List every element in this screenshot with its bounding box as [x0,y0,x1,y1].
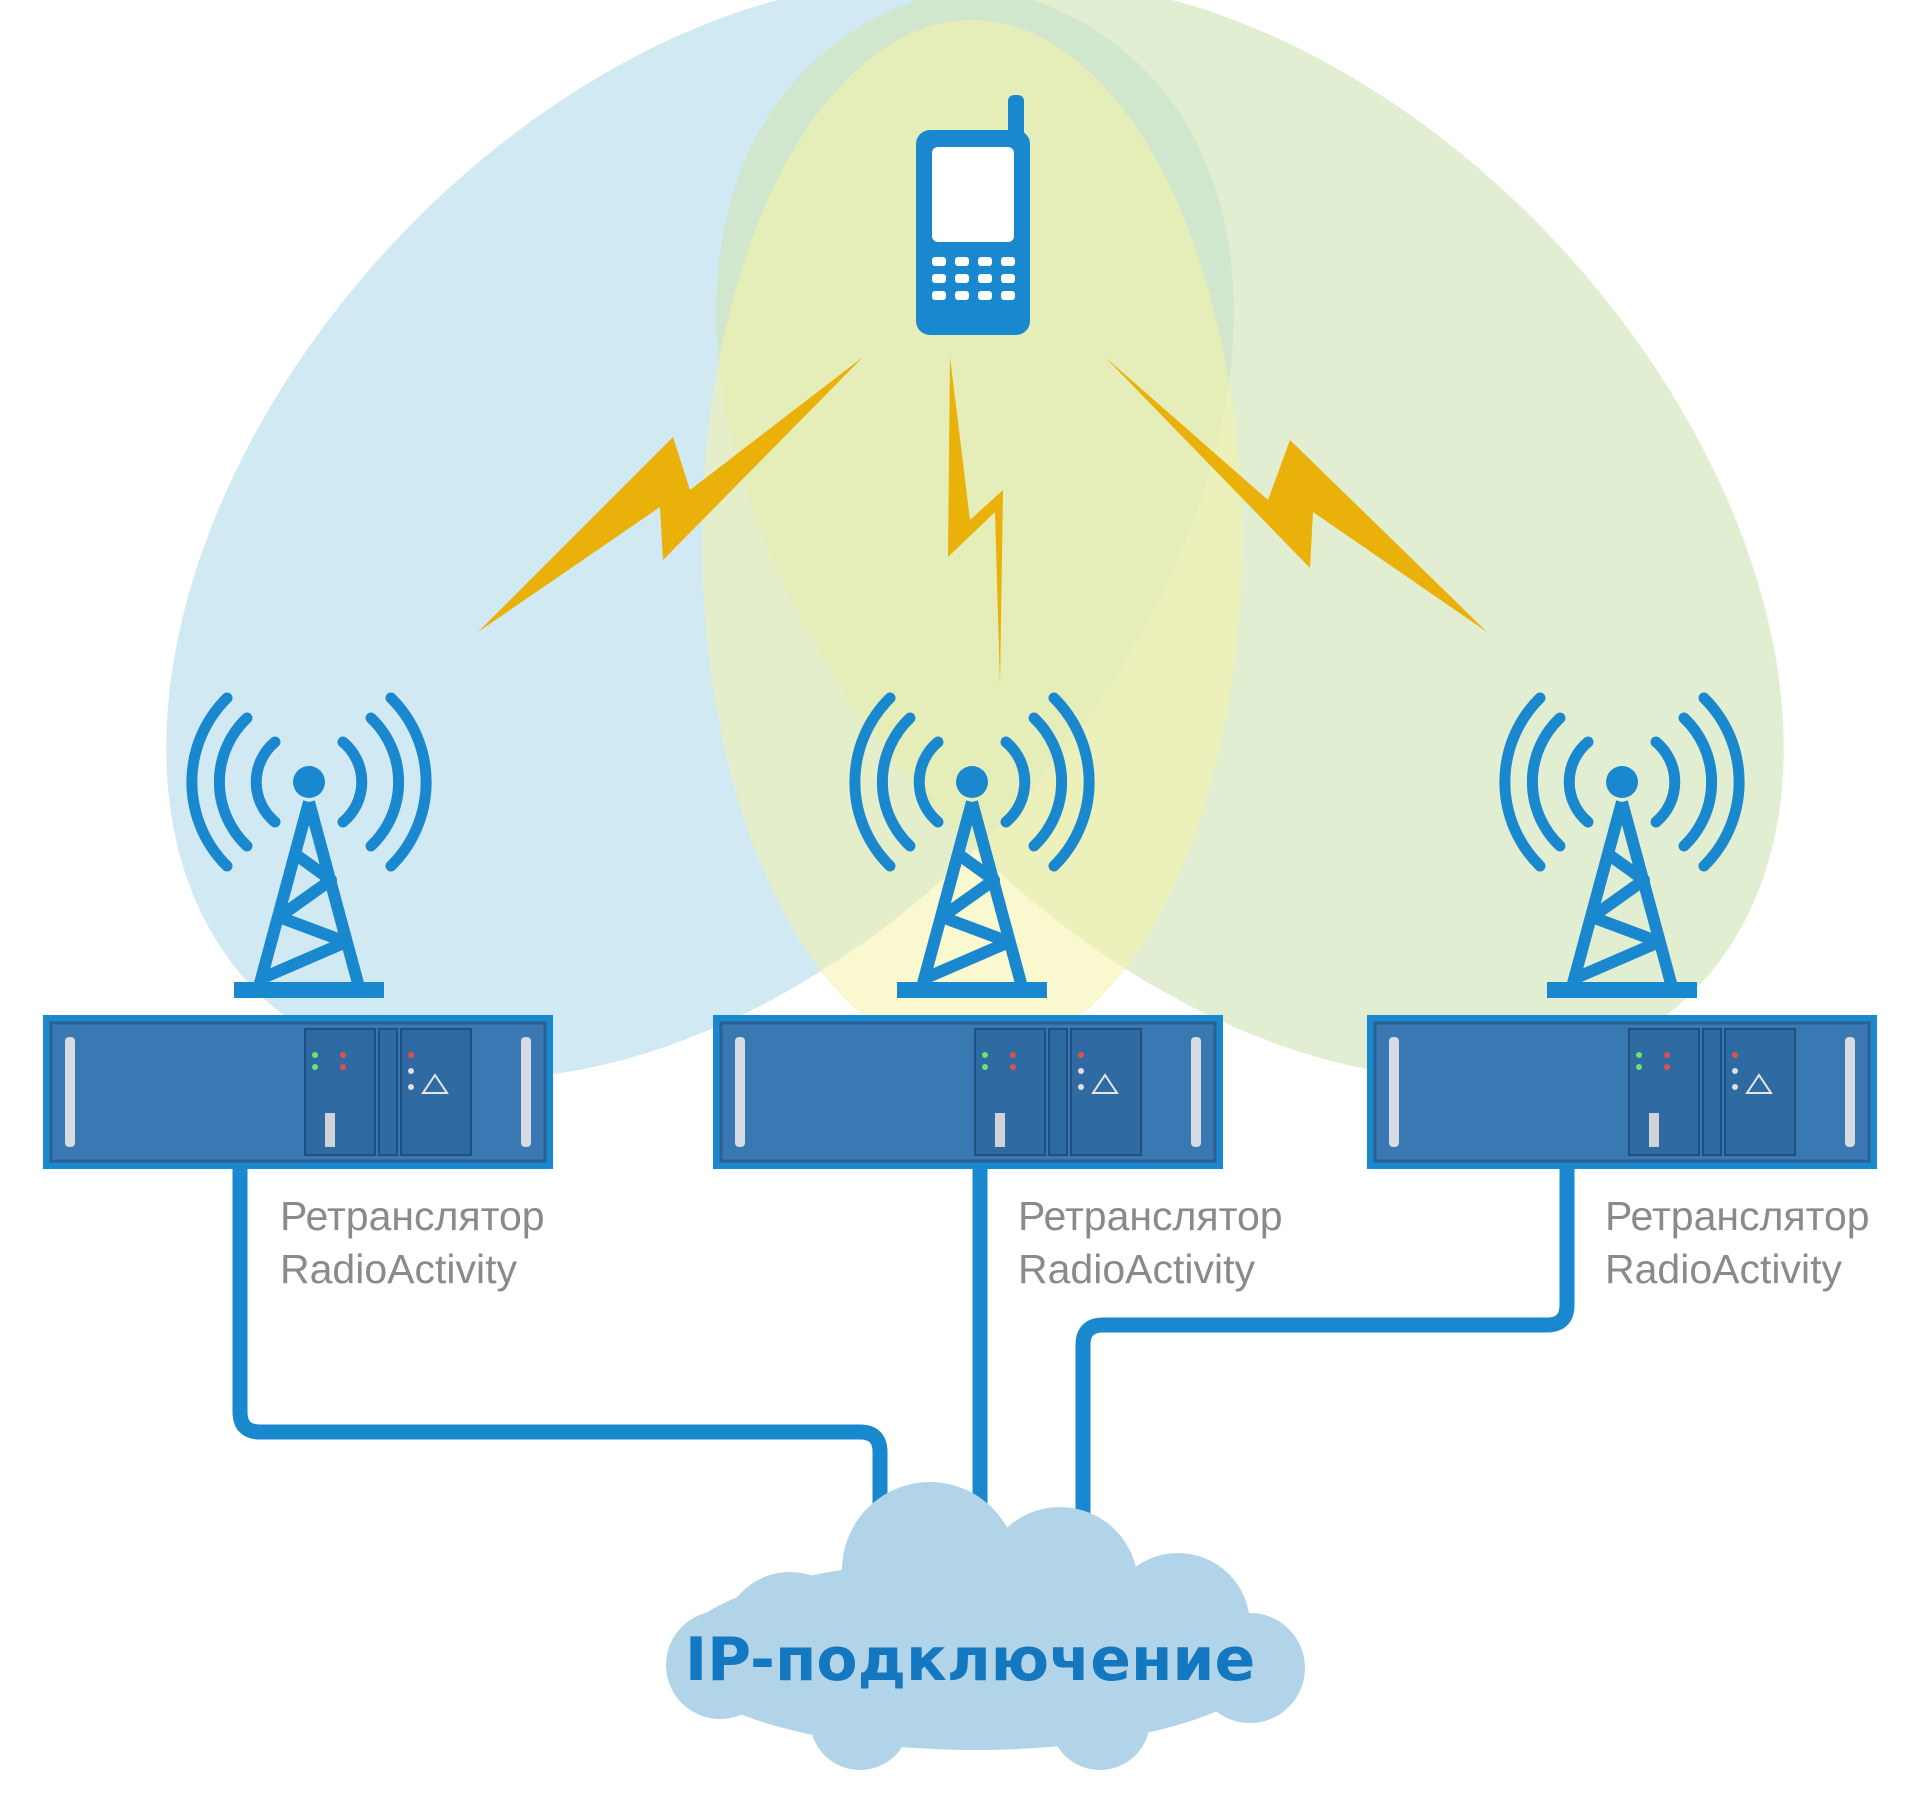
repeater-label-line2: RadioActivity [280,1246,517,1292]
mobile-phone-icon [916,95,1030,335]
lightning-icon-right [1105,357,1487,632]
repeater-label-right: Ретранслятор RadioActivity [1605,1190,1870,1296]
repeater-label-left: Ретранслятор RadioActivity [280,1190,545,1296]
cloud-label: IP-подключение [684,1625,1256,1695]
cloud-icon [666,1482,1305,1770]
repeater-label-line2: RadioActivity [1605,1246,1842,1292]
repeater-rack-icon-center [711,1013,1225,1171]
repeater-label-line1: Ретранслятор [1018,1193,1283,1239]
coverage-zone-center [702,20,1242,1060]
repeater-label-line1: Ретранслятор [1605,1193,1870,1239]
repeater-label-line2: RadioActivity [1018,1246,1255,1292]
ip-link-right [1075,1169,1575,1530]
lightning-icon-center [948,357,1003,685]
ip-link-left [232,1169,888,1512]
repeater-label-line1: Ретранслятор [280,1193,545,1239]
lightning-icon-left [478,357,863,632]
repeater-label-center: Ретранслятор RadioActivity [1018,1190,1283,1296]
repeater-rack-icon-left [41,1013,555,1171]
repeater-rack-icon-right [1365,1013,1879,1171]
